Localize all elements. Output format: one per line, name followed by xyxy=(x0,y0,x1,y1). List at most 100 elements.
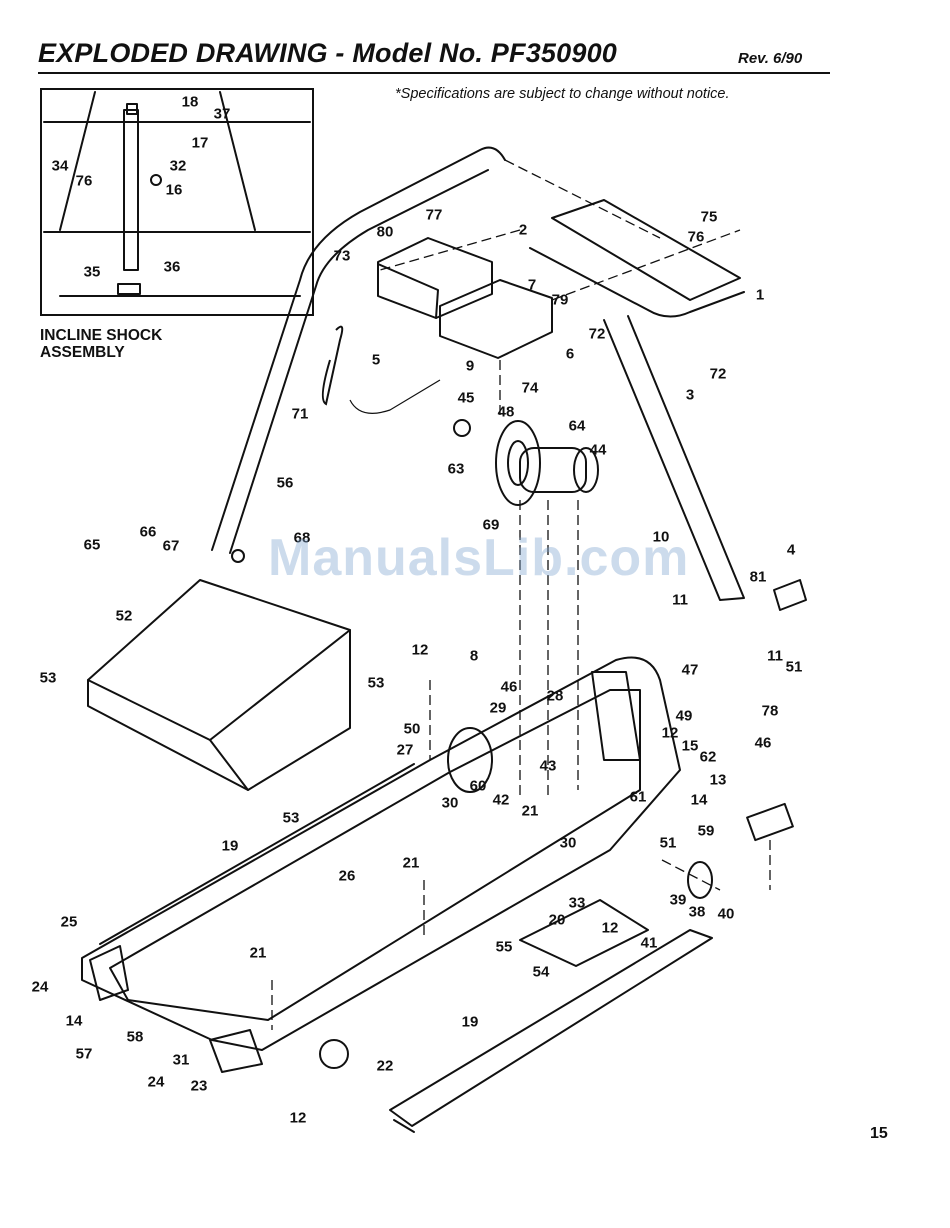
part-label: 30 xyxy=(559,834,577,852)
part-label: 3 xyxy=(685,386,695,404)
base-plate xyxy=(519,899,649,967)
part-label: 75 xyxy=(700,208,718,226)
part-label: 56 xyxy=(276,474,294,492)
inset-part-label: 37 xyxy=(213,105,231,123)
part-label: 68 xyxy=(293,529,311,547)
part-label: 21 xyxy=(521,802,539,820)
part-label: 41 xyxy=(640,934,658,952)
part-label: 4 xyxy=(786,541,796,559)
part-label: 81 xyxy=(749,568,767,586)
inset-part-label: 17 xyxy=(191,134,209,152)
part-label: 53 xyxy=(39,669,57,687)
part-label: 80 xyxy=(376,223,394,241)
part-label: 66 xyxy=(139,523,157,541)
part-label: 79 xyxy=(551,291,569,309)
part-label: 60 xyxy=(469,777,487,795)
part-label: 12 xyxy=(601,919,619,937)
inset-part-label: 35 xyxy=(83,263,101,281)
part-label: 29 xyxy=(489,699,507,717)
part-label: 43 xyxy=(539,757,557,775)
part-label: 71 xyxy=(291,405,309,423)
deck-frame xyxy=(81,656,681,1051)
part-label: 21 xyxy=(249,944,267,962)
part-label: 24 xyxy=(31,978,49,996)
part-label: 62 xyxy=(699,748,717,766)
handlebar xyxy=(211,146,506,551)
motor-hood xyxy=(87,579,351,791)
part-label: 59 xyxy=(697,822,715,840)
part-label: 30 xyxy=(441,794,459,812)
inset-drawing xyxy=(43,91,311,297)
page-title: EXPLODED DRAWING - Model No. PF350900 xyxy=(38,38,618,68)
part-label: 74 xyxy=(521,379,539,397)
part-label: 14 xyxy=(65,1012,83,1030)
inset-part-label: 32 xyxy=(169,157,187,175)
part-label: 20 xyxy=(548,911,566,929)
part-label: 46 xyxy=(754,734,772,752)
part-label: 14 xyxy=(690,791,708,809)
part-label: 69 xyxy=(482,516,500,534)
part-label: 57 xyxy=(75,1045,93,1063)
part-label: 47 xyxy=(681,661,699,679)
inset-part-label: 36 xyxy=(163,258,181,276)
part-label: 11 xyxy=(672,591,688,609)
upright xyxy=(603,315,745,601)
rear-roller xyxy=(89,945,129,1001)
part-label: 72 xyxy=(709,365,727,383)
part-label: 53 xyxy=(367,674,385,692)
specifications-notice: *Specifications are subject to change wi… xyxy=(395,86,730,102)
part-label: 7 xyxy=(527,276,537,294)
inset-part-label: 16 xyxy=(165,181,183,199)
part-label: 72 xyxy=(588,325,606,343)
part-label: 9 xyxy=(465,357,475,375)
part-label: 51 xyxy=(659,834,677,852)
part-label: 38 xyxy=(688,903,706,921)
part-label: 63 xyxy=(447,460,465,478)
part-label: 19 xyxy=(221,837,239,855)
part-label: 78 xyxy=(761,702,779,720)
part-label: 27 xyxy=(396,741,414,759)
part-label: 13 xyxy=(709,771,727,789)
part-label: 33 xyxy=(568,894,586,912)
part-label: 76 xyxy=(687,228,705,246)
part-label: 53 xyxy=(282,809,300,827)
inset-part-label: 76 xyxy=(75,172,93,190)
part-label: 21 xyxy=(402,854,420,872)
console xyxy=(377,237,493,319)
part-label: 55 xyxy=(495,938,513,956)
part-label: 24 xyxy=(147,1073,165,1091)
part-label: 22 xyxy=(376,1057,394,1075)
watermark: ManualsLib.com xyxy=(268,529,690,587)
part-label: 23 xyxy=(190,1077,208,1095)
incline-shock-inset xyxy=(40,88,314,316)
inset-part-label: 18 xyxy=(181,93,199,111)
part-label: 39 xyxy=(669,891,687,909)
part-label: 44 xyxy=(589,441,607,459)
part-label: 54 xyxy=(532,963,550,981)
inset-label: INCLINE SHOCK ASSEMBLY xyxy=(40,327,163,361)
inset-part-label: 34 xyxy=(51,157,69,175)
part-label: 1 xyxy=(755,286,765,304)
part-label: 5 xyxy=(371,351,381,369)
motor xyxy=(519,447,587,493)
part-label: 52 xyxy=(115,607,133,625)
part-label: 42 xyxy=(492,791,510,809)
part-label: 10 xyxy=(652,528,670,546)
side-rail xyxy=(389,929,713,1127)
part-label: 67 xyxy=(162,537,180,555)
part-label: 77 xyxy=(425,206,443,224)
part-label: 40 xyxy=(717,905,735,923)
part-label: 2 xyxy=(518,221,528,239)
part-label: 49 xyxy=(675,707,693,725)
part-label: 51 xyxy=(785,658,803,676)
console-tray xyxy=(551,199,741,301)
page-number: 15 xyxy=(870,1125,888,1142)
part-label: 8 xyxy=(469,647,479,665)
part-label: 25 xyxy=(60,913,78,931)
revision-label: Rev. 6/90 xyxy=(738,50,803,67)
part-label: 31 xyxy=(172,1051,190,1069)
part-label: 12 xyxy=(661,724,679,742)
part-label: 65 xyxy=(83,536,101,554)
part-label: 12 xyxy=(411,641,429,659)
